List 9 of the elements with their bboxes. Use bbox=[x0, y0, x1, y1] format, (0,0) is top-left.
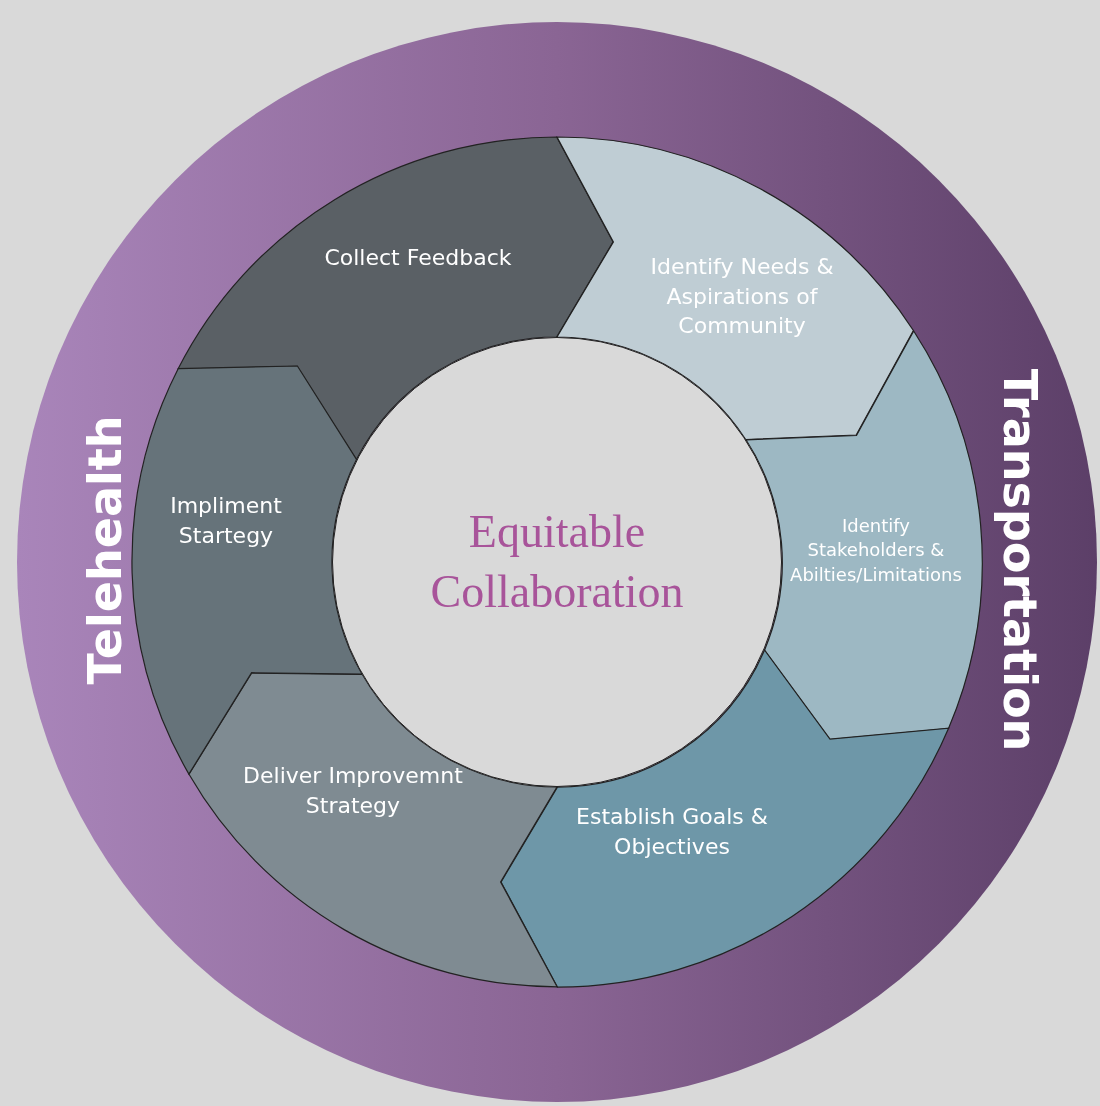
segment-label: Establish Goals & Objectives bbox=[575, 803, 769, 861]
segment-label: Identify Needs & Aspirations of Community bbox=[649, 253, 835, 341]
ring-label: Telehealth bbox=[78, 415, 132, 685]
segment-label: Collect Feedback bbox=[323, 244, 513, 273]
segment-label: Identify Stakeholders & Abilties/Limitations bbox=[789, 513, 963, 587]
segment-label: Deliver Improvemnt Strategy bbox=[242, 762, 464, 820]
segment-label: Impliment Startegy bbox=[169, 492, 283, 550]
center-title: Equitable Collaboration bbox=[429, 505, 685, 619]
ring-label: Transportation bbox=[993, 368, 1047, 752]
